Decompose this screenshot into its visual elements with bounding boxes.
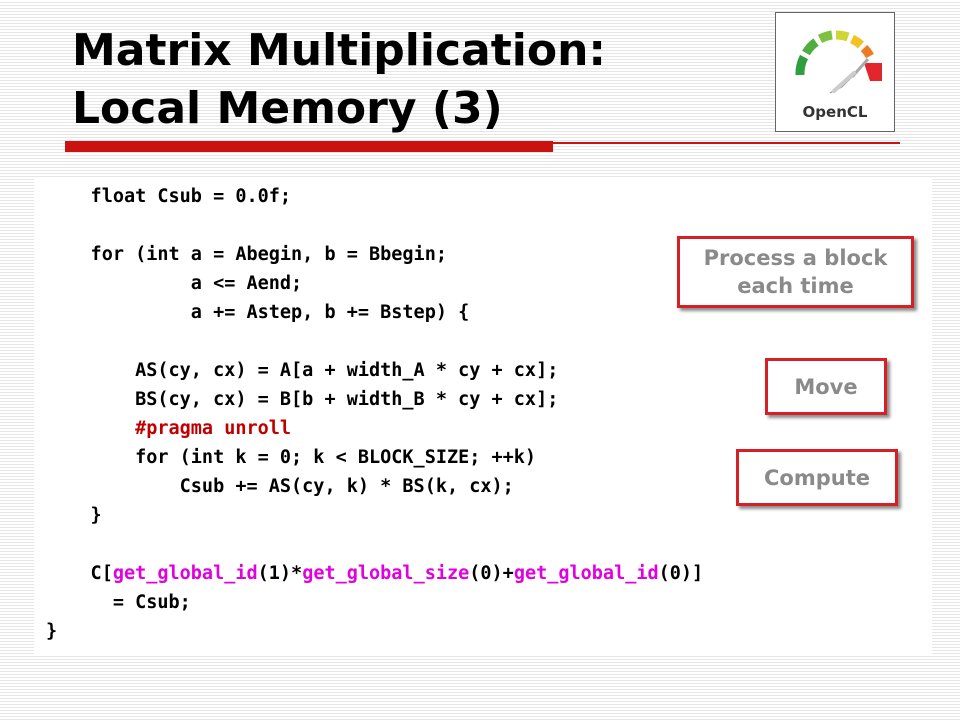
code-line: float Csub = 0.0f; (46, 186, 292, 207)
title-line-1: Matrix Multiplication: (72, 25, 606, 76)
title-underline-thin (553, 142, 900, 144)
code-line: Csub += AS(cy, k) * BS(k, cx); (46, 476, 514, 497)
code-line: } (46, 505, 102, 526)
code-line: a <= Aend; (46, 273, 303, 294)
code-line: } (46, 621, 58, 642)
code-line: BS(cy, cx) = B[b + width_B * cy + cx]; (46, 389, 559, 410)
code-line: = Csub; (46, 592, 191, 613)
speedometer-gauge-icon (795, 30, 882, 94)
pragma-directive: #pragma unroll (135, 418, 292, 439)
code-line-output-index: C[get_global_id(1)*get_global_size(0)+ge… (46, 563, 704, 584)
kernel-code-block: float Csub = 0.0f; for (int a = Abegin, … (46, 186, 703, 642)
callout-compute: Compute (736, 449, 898, 506)
opencl-logo-text: OpenCL (802, 103, 868, 121)
code-line: for (int a = Abegin, b = Bbegin; (46, 244, 447, 265)
callout-move: Move (765, 358, 887, 415)
code-line: a += Astep, b += Bstep) { (46, 302, 470, 323)
callout-process-block: Process a block each time (677, 236, 914, 308)
builtin-function: get_global_size (302, 563, 470, 584)
builtin-function: get_global_id (112, 563, 258, 584)
slide-title: Matrix Multiplication: Local Memory (3) (72, 22, 606, 138)
builtin-function: get_global_id (513, 563, 659, 584)
opencl-logo: OpenCL (775, 12, 895, 132)
title-line-2: Local Memory (3) (72, 83, 503, 134)
code-line-pragma: #pragma unroll (46, 418, 291, 439)
title-underline-thick (65, 141, 553, 152)
code-line: AS(cy, cx) = A[a + width_A * cy + cx]; (46, 360, 559, 381)
code-line: for (int k = 0; k < BLOCK_SIZE; ++k) (46, 447, 537, 468)
